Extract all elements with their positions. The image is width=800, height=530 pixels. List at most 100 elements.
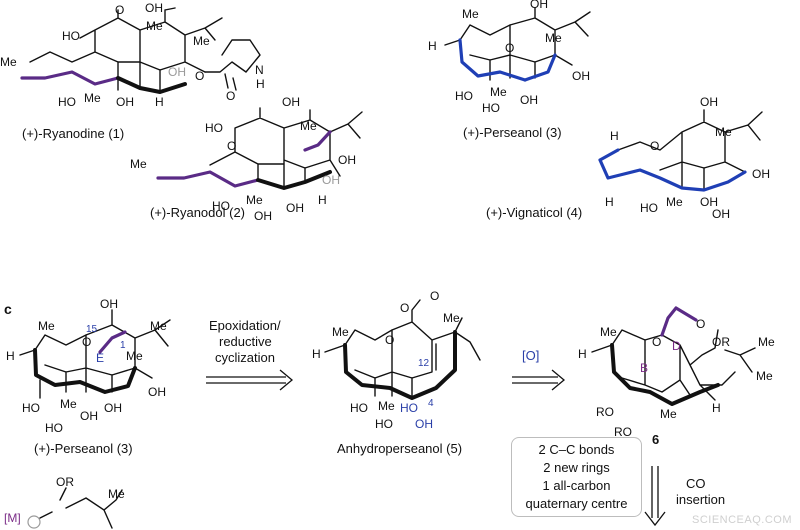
step1-text-line1: Epoxidation/	[209, 318, 281, 333]
h-label: H	[712, 401, 721, 415]
oh-label: OH	[520, 93, 538, 107]
me-label: Me	[715, 125, 732, 139]
me-label: Me	[0, 55, 17, 69]
compound-6-structure: Me H O O D OR Me Me B RO RO Me H	[578, 306, 775, 439]
ho-label: HO	[455, 89, 473, 103]
ho-label: HO	[58, 95, 76, 109]
oh-grey-label: OH	[322, 173, 340, 187]
anhydroperseanol-caption: Anhydroperseanol (5)	[337, 441, 462, 456]
oh-label: OH	[254, 209, 272, 223]
ro-label: RO	[596, 405, 614, 419]
summary-line: 2 C–C bonds	[538, 442, 615, 457]
ho-label: HO	[45, 421, 63, 435]
vignaticol-structure: H H O OH Me OH HO Me OH OH	[598, 95, 770, 221]
oh-label: OH	[530, 0, 548, 11]
me-label: Me	[150, 319, 167, 333]
me-label: Me	[146, 19, 163, 33]
o-label: O	[400, 301, 409, 315]
o-label: O	[385, 333, 394, 347]
ho-label: HO	[350, 401, 368, 415]
oh-label: OH	[712, 207, 730, 221]
perseanol-top-caption: (+)-Perseanol (3)	[463, 125, 562, 140]
me-label: Me	[443, 311, 460, 325]
summary-line: 1 all-carbon	[542, 478, 611, 493]
summary-box: 2 C–C bonds 2 new rings 1 all-carbon qua…	[511, 437, 642, 517]
atom-number-4: 4	[428, 398, 434, 409]
me-label: Me	[126, 349, 143, 363]
oh-label: OH	[116, 95, 134, 109]
me-label: Me	[660, 407, 677, 421]
h-label: H	[312, 347, 321, 361]
atom-number-12: 12	[418, 358, 430, 369]
compound-6-caption: 6	[652, 432, 659, 447]
me-label: Me	[332, 325, 349, 339]
ring-d-label: D	[672, 339, 681, 353]
ryanodine-structure: Me HO O OH Me Me OH O O N H HO Me OH H	[0, 1, 265, 109]
oh-label: OH	[80, 409, 98, 423]
step3-text-line2: insertion	[676, 492, 725, 507]
retro-arrow-3	[644, 466, 666, 527]
ho-label: HO	[212, 199, 230, 213]
oh-grey-label: OH	[168, 65, 186, 79]
ryanodine-caption: (+)-Ryanodine (1)	[22, 126, 124, 141]
o-label: O	[505, 41, 514, 55]
me-label: Me	[600, 325, 617, 339]
perseanol-top-structure: H Me O OH Me OH HO Me HO OH	[428, 0, 591, 115]
retro-arrow-2	[512, 369, 566, 391]
partial-compound-bottom: OR Me [M]	[4, 475, 125, 529]
ho-label: HO	[482, 101, 500, 115]
oh-label: OH	[145, 1, 163, 15]
perseanol-bottom-caption: (+)-Perseanol (3)	[34, 441, 133, 456]
ryanodol-caption: (+)-Ryanodol (2)	[150, 205, 245, 220]
me-label: Me	[378, 399, 395, 413]
panel-c-letter: c	[4, 301, 12, 317]
oh-label: OH	[100, 297, 118, 311]
retro-arrow-1	[206, 369, 294, 391]
o-label: O	[696, 317, 705, 331]
oh-label: OH	[148, 385, 166, 399]
o-label: O	[195, 69, 204, 83]
oh-label: OH	[104, 401, 122, 415]
o-label: O	[227, 139, 236, 153]
ring-b-label: B	[640, 361, 648, 375]
anhydroperseanol-structure: Me H O O O Me 12 HO Me HO 4 OH HO	[312, 289, 481, 431]
me-label: Me	[756, 369, 773, 383]
h-label: H	[428, 39, 437, 53]
me-label: Me	[490, 85, 507, 99]
step1-text-line2: reductive	[219, 334, 272, 349]
h-label: H	[155, 95, 164, 109]
h-label: H	[605, 195, 614, 209]
o-label: O	[115, 3, 124, 17]
h-label: H	[578, 347, 587, 361]
nh-label: N	[255, 63, 264, 77]
oh-label: OH	[700, 195, 718, 209]
vignaticol-caption: (+)-Vignaticol (4)	[486, 205, 582, 220]
ho-label: HO	[22, 401, 40, 415]
o-label: O	[430, 289, 439, 303]
me-label: Me	[758, 335, 775, 349]
oh-label: OH	[286, 201, 304, 215]
ho-label: HO	[205, 121, 223, 135]
perseanol-bottom-structure: H Me O OH 15 E 1 Me Me OH HO Me HO OH OH	[6, 297, 171, 435]
me-label: Me	[246, 193, 263, 207]
oh-label: OH	[572, 69, 590, 83]
or-label: OR	[712, 335, 730, 349]
metal-label: [M]	[4, 511, 21, 525]
me-label: Me	[545, 31, 562, 45]
h-label: H	[610, 129, 619, 143]
me-label: Me	[84, 91, 101, 105]
summary-line: 2 new rings	[543, 460, 610, 475]
summary-line: quaternary centre	[525, 496, 628, 511]
watermark: SCIENCEAQ.COM	[691, 514, 792, 526]
step2-text: [O]	[522, 348, 539, 363]
oh-label: OH	[282, 95, 300, 109]
me-label: Me	[666, 195, 683, 209]
ho-label: HO	[62, 29, 80, 43]
me-label: Me	[60, 397, 77, 411]
me-label: Me	[193, 34, 210, 48]
atom-number-15: 15	[86, 324, 98, 335]
ryanodol-structure: Me HO O OH Me OH OH HO Me OH OH H	[130, 95, 363, 223]
oh-label: OH	[338, 153, 356, 167]
ho-blue-label: HO	[400, 401, 418, 415]
me-label: Me	[462, 7, 479, 21]
